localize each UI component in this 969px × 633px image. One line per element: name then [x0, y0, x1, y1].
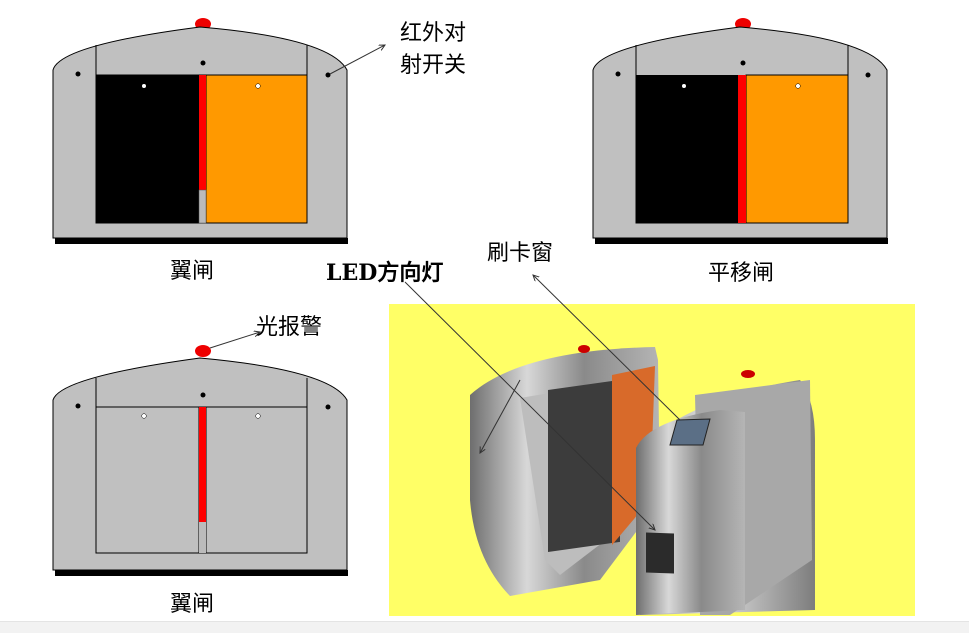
- wing-gate-diagram-bottom: [52, 345, 348, 576]
- label-wing-gate-bottom: 翼闸: [170, 592, 214, 617]
- door-panel-left: [636, 75, 738, 223]
- label-led-direction: LED方向灯: [326, 260, 443, 286]
- alarm-light-icon: [195, 345, 211, 357]
- bottom-strip: [0, 621, 969, 633]
- label-sliding-gate: 平移闸: [708, 261, 774, 286]
- turnstile-photo: [389, 304, 915, 616]
- led-pointer: [404, 281, 655, 530]
- sliding-gate-diagram: [592, 18, 888, 244]
- wing-gate-diagram-top: [52, 18, 348, 244]
- label-wing-gate-top: 翼闸: [170, 259, 214, 284]
- led-indicator-bar: [199, 75, 206, 190]
- door-panel-left: [96, 75, 199, 223]
- label-card-window: 刷卡窗: [487, 241, 553, 266]
- label-infrared-switch-1: 红外对: [400, 21, 466, 46]
- label-light-alarm: 光报警: [256, 315, 322, 340]
- infrared-pointer: [329, 45, 385, 75]
- door-panel-right: [745, 74, 849, 224]
- door-panel-right: [205, 74, 308, 224]
- card-window-pointer: [533, 275, 681, 421]
- led-indicator-bar: [738, 75, 746, 223]
- led-pointer-2: [480, 379, 521, 453]
- led-indicator-bar: [199, 407, 206, 522]
- label-infrared-switch-2: 射开关: [400, 53, 466, 78]
- alarm-pointer: [209, 332, 260, 349]
